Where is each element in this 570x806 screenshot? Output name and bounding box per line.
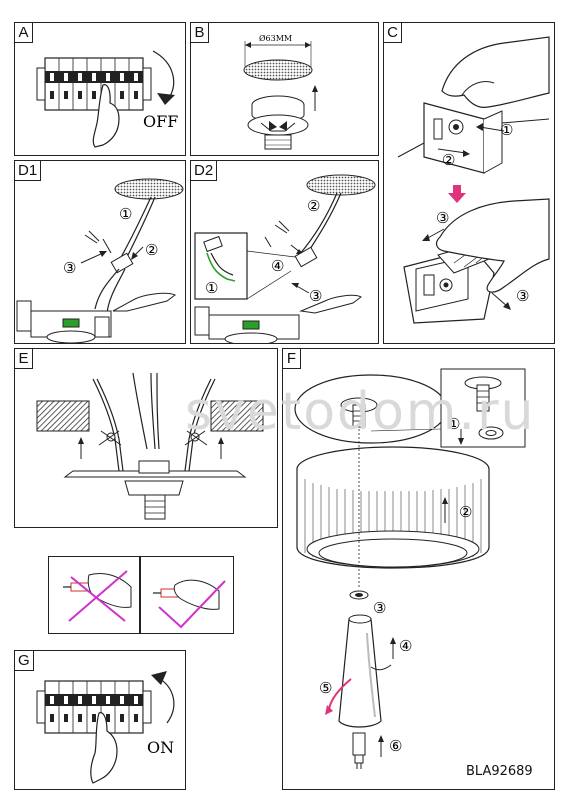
step-2: ②	[145, 241, 158, 259]
step-6: ⑥	[389, 737, 402, 755]
model-code: BLA92689	[466, 764, 533, 779]
diameter-label: Ø63MM	[259, 34, 292, 43]
panel-d2-label: D2	[191, 161, 218, 181]
panel-d2: D2 ② ④ ① ③	[190, 160, 379, 344]
check-icon	[158, 580, 226, 629]
panel-c: C ① ② ③ ③	[383, 22, 555, 344]
panel-a-label: A	[15, 23, 33, 43]
caution-panel-wrong	[48, 556, 140, 634]
step-3: ③	[436, 209, 449, 227]
hand-icon	[441, 36, 550, 108]
shade-clip-illustration: ① ② ③ ③	[397, 36, 550, 324]
correct-handling-illustration	[153, 579, 226, 629]
breaker-on-illustration: ON	[36, 671, 175, 784]
step-1: ①	[500, 121, 513, 139]
step-3: ③	[373, 599, 386, 617]
step-1: ①	[205, 279, 218, 297]
arrow-down-icon	[448, 193, 466, 203]
wiring-step-d1: ① ② ③	[16, 178, 184, 343]
breaker-off-illustration: OFF	[36, 50, 178, 148]
panel-a: A OFF	[14, 22, 186, 156]
cover-removal-illustration: Ø63MM	[243, 34, 318, 150]
wrong-handling-illustration	[63, 570, 132, 622]
hand-icon	[92, 84, 120, 148]
panel-b: B Ø63MM	[190, 22, 379, 156]
step-2: ②	[459, 503, 472, 521]
panel-d1: D1 ① ② ③	[14, 160, 186, 344]
hand-icon	[90, 712, 118, 784]
step-3: ③	[309, 287, 322, 305]
step-2: ②	[442, 151, 455, 169]
step-1: ①	[447, 415, 460, 433]
arrow-up-icon	[312, 85, 318, 92]
step-5: ⑤	[319, 679, 332, 697]
arrow-down-icon	[157, 93, 175, 105]
hand-icon	[435, 198, 550, 293]
step-3: ③	[63, 259, 76, 277]
step-4: ④	[399, 637, 412, 655]
arrow-up-icon	[151, 671, 167, 685]
on-label: ON	[147, 738, 174, 757]
panel-e-label: E	[15, 349, 33, 369]
panel-d1-label: D1	[15, 161, 42, 181]
shade-assembly-illustration: ① ② ③ ④ ⑤	[294, 368, 526, 769]
step-4: ④	[271, 257, 284, 275]
panel-e: E	[14, 348, 278, 528]
wiring-step-d2: ② ④ ① ③	[194, 174, 376, 343]
panel-f-label: F	[283, 349, 301, 369]
off-label: OFF	[143, 112, 178, 131]
panel-g: G ON	[14, 650, 186, 790]
step-2: ②	[307, 197, 320, 215]
rotate-arrow-icon	[325, 705, 333, 715]
panel-f: F ① ②	[282, 348, 555, 790]
cross-icon	[68, 570, 128, 622]
panel-c-label: C	[384, 23, 402, 43]
caution-panel-right	[140, 556, 234, 634]
mounting-illustration	[36, 372, 264, 520]
step-3b: ③	[516, 287, 529, 305]
panel-b-label: B	[191, 23, 209, 43]
step-1: ①	[119, 205, 132, 223]
panel-g-label: G	[15, 651, 34, 671]
